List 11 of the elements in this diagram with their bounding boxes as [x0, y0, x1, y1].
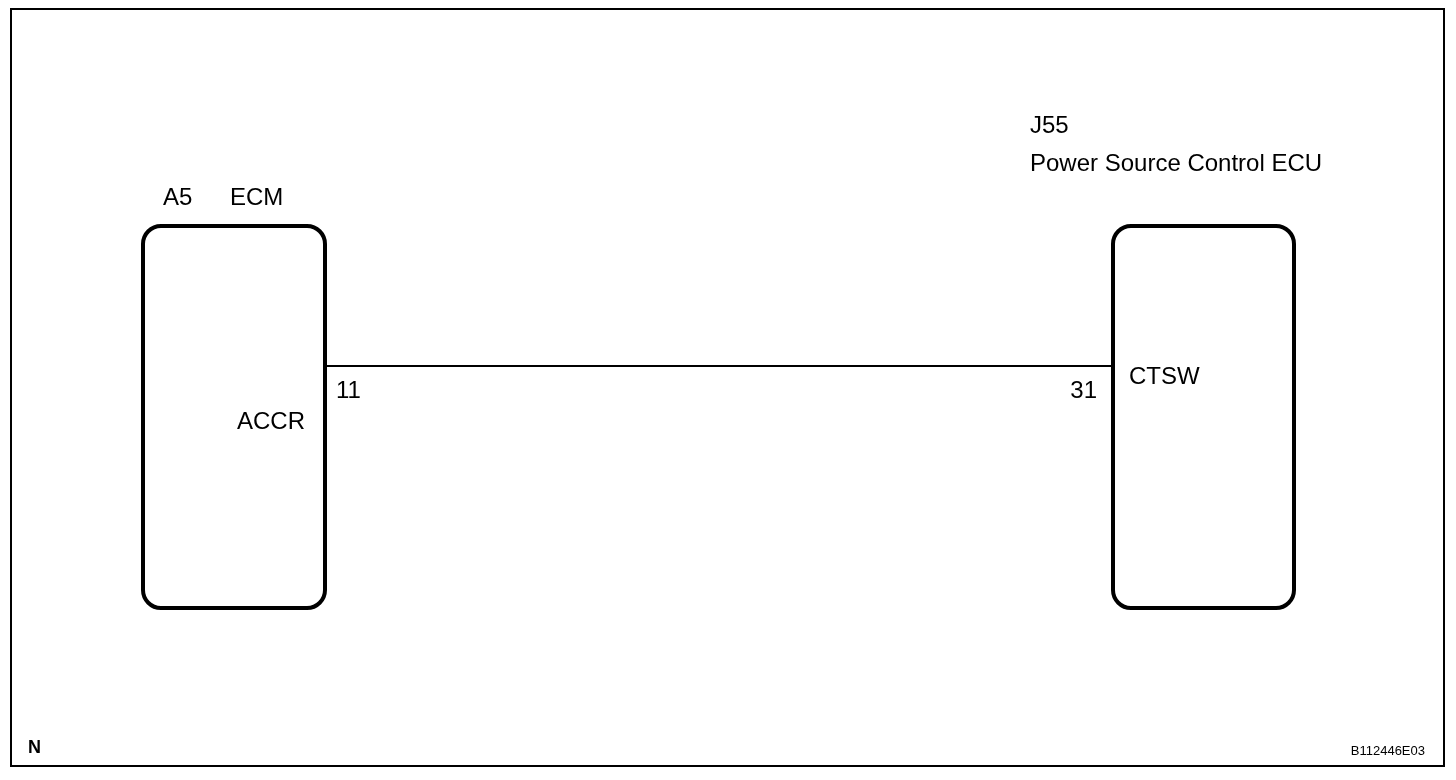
- terminal-name: CTSW: [1129, 363, 1200, 389]
- figure-code: B112446E03: [1350, 742, 1425, 760]
- wire: [326, 365, 1112, 367]
- connector-code: A5: [163, 184, 193, 210]
- component-name: ECM: [230, 184, 284, 210]
- connector-code: J55: [1030, 112, 1069, 138]
- orientation-mark: N: [28, 736, 41, 759]
- terminal-name: ACCR: [237, 408, 305, 434]
- pin-number: 11: [336, 377, 361, 403]
- pin-number: 31: [1070, 377, 1097, 403]
- component-name: Power Source Control ECU: [1030, 150, 1323, 176]
